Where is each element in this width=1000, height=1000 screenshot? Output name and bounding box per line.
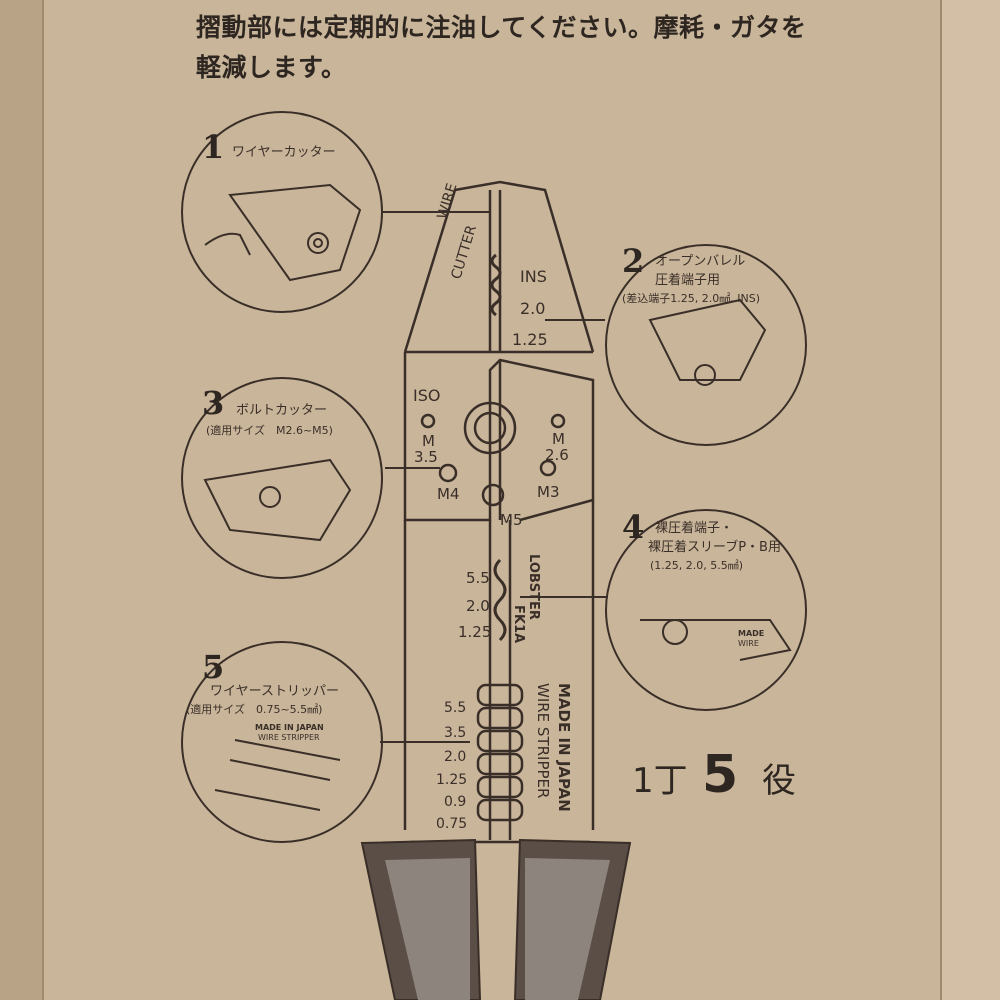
feature-5-title: ワイヤーストリッパー	[210, 684, 339, 699]
c5-ws: WIRE STRIPPER	[258, 733, 320, 742]
feature-3-number: 3	[202, 384, 224, 422]
circle-1	[181, 111, 383, 313]
crimp-size-2: 1.25	[458, 623, 491, 641]
stripper-notches	[476, 683, 524, 822]
iso-label: ISO	[413, 386, 440, 405]
notice-text: 摺動部には定期的に注油してください。摩耗・ガタを 軽減します。	[196, 8, 807, 88]
notice-line-1: 摺動部には定期的に注油してください。摩耗・ガタを	[196, 13, 807, 42]
m3-label: M3	[537, 483, 560, 501]
badge-count: 1丁	[632, 761, 688, 801]
feature-3-sub: (適用サイズ M2.6~M5)	[206, 423, 333, 437]
strip-size-3: 1.25	[436, 772, 467, 788]
crimp-size-1: 2.0	[466, 597, 490, 615]
ins-size-1: 1.25	[512, 330, 548, 349]
feature-2-title2: 圧着端子用	[655, 272, 720, 288]
cutter-label: CUTTER	[449, 223, 481, 281]
strip-size-0: 5.5	[444, 700, 466, 716]
m4-label: M4	[437, 485, 460, 503]
feature-4-number: 4	[622, 508, 644, 546]
m5-label: M5	[500, 511, 523, 529]
strip-size-2: 2.0	[444, 749, 466, 765]
m35-label-m: M	[422, 432, 435, 450]
circle-sketches	[203, 183, 792, 811]
feature-4-title2: 裸圧着スリーブP・B用	[648, 539, 781, 555]
feature-4-sub: (1.25, 2.0, 5.5㎟)	[650, 559, 743, 572]
m26-label-m: M	[552, 430, 565, 448]
feature-2-title: オープンバレル	[655, 254, 745, 269]
brand-model: FK1A	[511, 605, 526, 643]
m26-label-num: 2.6	[545, 446, 569, 464]
feature-circles	[181, 111, 807, 843]
made-in-japan-label: MADE IN JAPAN	[555, 683, 573, 812]
strip-size-4: 0.9	[444, 794, 466, 810]
feature-1-title: ワイヤーカッター	[232, 145, 336, 160]
crimp-size-0: 5.5	[466, 569, 490, 587]
ins-label: INS	[520, 267, 547, 286]
feature-5-sub: (適用サイズ 0.75~5.5㎟)	[186, 702, 322, 716]
feature-2-number: 2	[622, 242, 644, 280]
wire-label: WIRE	[435, 182, 461, 222]
circle-2	[605, 244, 807, 446]
c4-wire: WIRE	[738, 639, 759, 648]
handles	[360, 838, 632, 1000]
feature-1-number: 1	[202, 128, 224, 166]
wire-stripper-label: WIRE STRIPPER	[534, 683, 552, 798]
feature-2-sub: (差込端子1.25, 2.0㎟, INS)	[622, 291, 760, 305]
brand-lobster: LOBSTER	[526, 554, 541, 620]
circle-5	[181, 641, 383, 843]
feature-3-title: ボルトカッター	[236, 403, 327, 418]
feature-5-number: 5	[202, 648, 224, 686]
circle-4	[605, 509, 807, 711]
m35-label-num: 3.5	[414, 448, 438, 466]
ins-size-0: 2.0	[520, 299, 545, 318]
feature-4-title: 裸圧着端子・	[655, 520, 733, 536]
bolt-holes	[420, 401, 566, 507]
circle-3	[181, 377, 383, 579]
strip-size-5: 0.75	[436, 816, 467, 832]
c5-made: MADE IN JAPAN	[255, 723, 324, 732]
badge-role: 役	[762, 761, 796, 801]
box-left-edge	[0, 0, 44, 1000]
box-right-edge	[940, 0, 1000, 1000]
notice-line-2: 軽減します。	[196, 53, 347, 82]
badge-number: 5	[702, 745, 738, 805]
strip-size-1: 3.5	[444, 725, 466, 741]
c4-made: MADE	[738, 629, 764, 638]
